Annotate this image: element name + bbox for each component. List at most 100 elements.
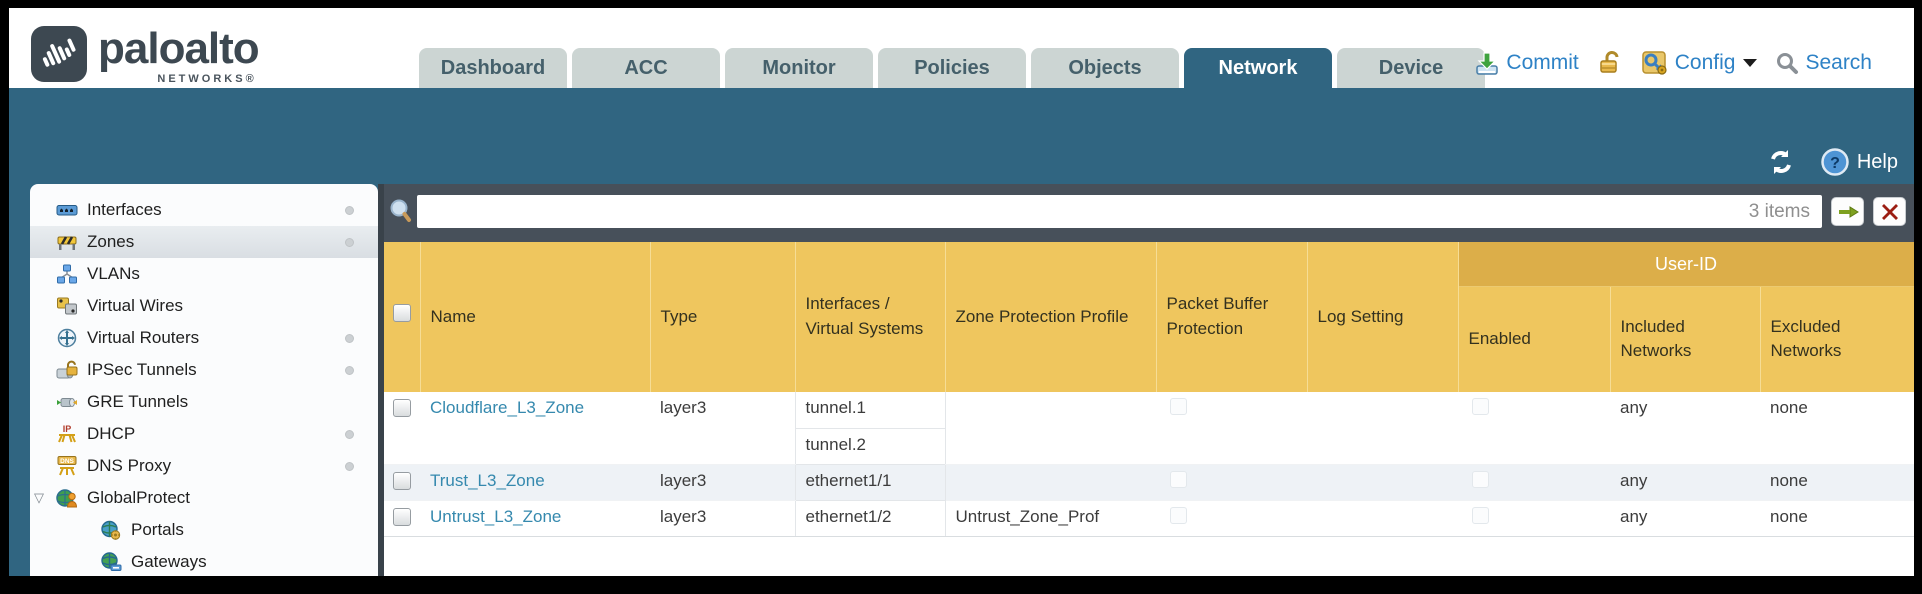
sidebar-item-label: IPSec Tunnels [87,360,197,379]
userid-enabled-cell [1458,392,1610,465]
sidebar-item-label: Virtual Wires [87,296,184,315]
row-checkbox[interactable] [393,507,411,526]
header-utilities: Commit [1474,49,1872,76]
tab-dashboard[interactable]: Dashboard [419,48,567,88]
status-dot [345,366,354,375]
col-header-enabled[interactable]: Enabled [1458,286,1611,392]
paloalto-logo: paloalto NETWORKS® [30,24,260,85]
sidebar-item-gateways[interactable]: Gateways [30,546,378,576]
search-button[interactable]: Search [1775,51,1872,75]
help-button[interactable]: ? Help [1821,148,1898,176]
lock-icon [1597,50,1623,76]
filter-input[interactable] [417,195,1749,228]
sidebar-item-portals[interactable]: Portals [30,514,378,546]
col-header-name[interactable]: Name [420,242,651,392]
network-sidebar: Interfaces Zones VLANs Virtua [30,184,378,576]
brand-subtitle: NETWORKS® [157,73,257,85]
brand-name: paloalto [98,24,260,73]
tab-objects[interactable]: Objects [1031,48,1179,88]
sidebar-item-globalprotect[interactable]: ▽ GlobalProtect [30,482,378,514]
included-networks: any [1610,392,1760,465]
gateways-icon [100,552,122,572]
col-header-packet-buffer-protection[interactable]: Packet Buffer Protection [1156,242,1308,392]
refresh-icon[interactable] [1767,149,1795,175]
zone-interface: ethernet1/1 [794,464,946,501]
table-body-filler [384,536,1914,576]
row-checkbox[interactable] [393,399,411,417]
status-dot [345,238,354,247]
main-nav-tabs: Dashboard ACC Monitor Policies Objects N… [419,48,1490,88]
zone-name-link[interactable]: Cloudflare_L3_Zone [430,398,585,417]
expander-triangle-icon[interactable]: ▽ [34,490,44,505]
sidebar-item-label: GlobalProtect [87,488,190,507]
packet-buffer-checkbox [1170,398,1187,415]
sidebar-item-label: GRE Tunnels [87,392,189,411]
sidebar-item-virtual-wires[interactable]: Virtual Wires [30,290,378,322]
status-dot [345,334,354,343]
log-setting [1307,392,1458,465]
sidebar-item-label: DNS Proxy [87,456,172,475]
lock-button[interactable] [1597,50,1623,76]
userid-enabled-checkbox [1472,470,1489,488]
col-header-interfaces[interactable]: Interfaces / Virtual Systems [795,242,946,392]
sidebar-item-interfaces[interactable]: Interfaces [30,194,378,226]
col-header-zone-protection-profile[interactable]: Zone Protection Profile [945,242,1157,392]
zone-name-link[interactable]: Untrust_L3_Zone [430,506,562,526]
col-header-excluded-networks[interactable]: Excluded Networks [1760,286,1914,392]
help-icon: ? [1821,148,1849,176]
svg-text:IP: IP [63,424,72,434]
content-area: Interfaces Zones VLANs Virtua [9,184,1914,576]
tab-policies[interactable]: Policies [878,48,1026,88]
config-label: Config [1674,50,1736,74]
sidebar-item-ipsec-tunnels[interactable]: IPSec Tunnels [30,354,378,386]
zones-icon [56,232,78,252]
tab-network[interactable]: Network [1184,48,1332,88]
col-header-type[interactable]: Type [650,242,796,392]
portals-icon [100,520,122,540]
search-icon [1775,51,1799,75]
table-row: Trust_L3_Zone layer3 ethernet1/1 any non… [384,464,1914,501]
packet-buffer-checkbox [1170,470,1187,488]
packet-buffer-cell [1156,500,1307,537]
table-row: Cloudflare_L3_Zone layer3 tunnel.1 any n… [384,392,1914,465]
select-all-header [384,242,421,392]
dhcp-icon: IP [56,424,78,444]
sidebar-item-zones[interactable]: Zones [30,226,378,258]
green-arrow-icon [1838,205,1859,218]
included-networks: any [1610,464,1760,501]
row-checkbox[interactable] [393,471,411,490]
items-count: 3 items [1748,200,1810,222]
excluded-networks: none [1760,392,1914,465]
sidebar-item-label: Gateways [131,552,207,571]
zone-type: layer3 [650,464,795,501]
tab-monitor[interactable]: Monitor [725,48,873,88]
commit-icon [1474,50,1500,76]
zone-name-link[interactable]: Trust_L3_Zone [430,470,545,490]
sidebar-item-label: VLANs [87,264,140,283]
zones-main-panel: 3 items Name [384,184,1914,576]
zone-type: layer3 [650,392,795,465]
apply-filter-button[interactable] [1831,197,1864,226]
sidebar-item-dhcp[interactable]: IP DHCP [30,418,378,450]
zone-protection-profile [945,392,1156,465]
col-header-log-setting[interactable]: Log Setting [1307,242,1459,392]
commit-button[interactable]: Commit [1474,50,1579,76]
virtual-wires-icon [56,296,78,316]
tab-device[interactable]: Device [1337,48,1485,88]
select-all-checkbox[interactable] [392,304,411,323]
config-dropdown[interactable]: Config [1641,49,1758,76]
status-dot [345,430,354,439]
userid-enabled-cell [1458,464,1610,501]
vlans-icon [56,264,78,284]
col-header-included-networks[interactable]: Included Networks [1610,286,1761,392]
tab-acc[interactable]: ACC [572,48,720,88]
sidebar-item-dns-proxy[interactable]: DNS DNS Proxy [30,450,378,482]
virtual-routers-icon [56,328,78,348]
teal-band: ? Help [9,88,1914,184]
clear-filter-button[interactable] [1873,197,1906,226]
sidebar-item-vlans[interactable]: VLANs [30,258,378,290]
sidebar-item-gre-tunnels[interactable]: GRE Tunnels [30,386,378,418]
packet-buffer-cell [1156,464,1307,501]
sidebar-item-virtual-routers[interactable]: Virtual Routers [30,322,378,354]
